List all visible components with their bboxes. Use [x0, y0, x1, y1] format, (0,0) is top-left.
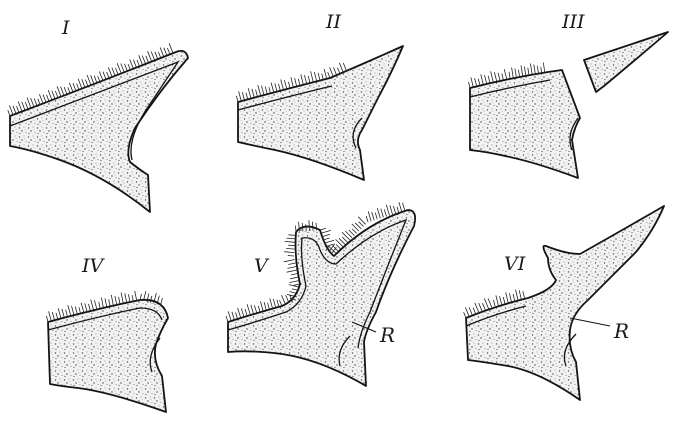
panel-2: II: [236, 11, 403, 180]
panel-numeral: IV: [81, 255, 106, 277]
panel-4: IV: [46, 255, 168, 412]
panel-1: I: [8, 17, 188, 212]
panel-numeral: VI: [504, 253, 526, 275]
tissue-body: [228, 210, 415, 386]
panel-6: VI R: [464, 206, 664, 400]
tissue-body: [238, 46, 403, 180]
tissue-body: [48, 300, 168, 412]
regeneration-marker: R: [613, 319, 629, 343]
tissue-body: [466, 206, 664, 400]
tissue-body: [470, 70, 580, 178]
regeneration-marker: R: [379, 323, 395, 347]
panel-numeral: II: [325, 11, 342, 33]
panel-numeral: III: [561, 11, 585, 33]
panel-numeral: V: [254, 255, 270, 277]
panel-3: III: [469, 11, 669, 178]
panel-numeral: I: [61, 17, 70, 39]
panel-5: V R: [226, 202, 415, 386]
tissue-fragment: [584, 32, 668, 92]
tissue-body: [10, 51, 188, 212]
marker-leader-line: [570, 318, 610, 326]
